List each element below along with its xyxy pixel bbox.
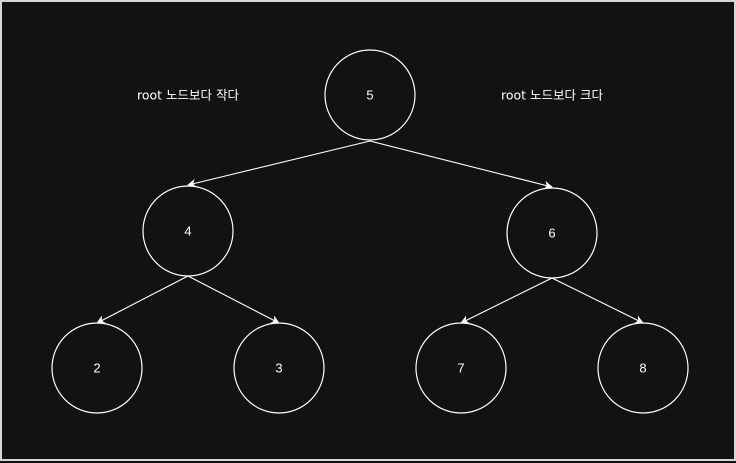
tree-node-root-circle <box>324 49 416 141</box>
tree-node-right-left: 7 <box>415 322 507 414</box>
tree-node-right-child-label: 6 <box>548 226 555 241</box>
tree-node-left-left-circle <box>51 322 143 414</box>
tree-node-right-right-circle <box>597 322 689 414</box>
tree-node-root-label: 5 <box>366 88 373 103</box>
tree-node-right-child-circle <box>506 187 598 279</box>
tree-node-left-right-circle <box>233 322 325 414</box>
tree-node-left-right-label: 3 <box>275 361 282 376</box>
edge-right-child-to-right-right <box>551 277 644 324</box>
edge-root-to-left-child <box>187 140 371 188</box>
tree-node-right-right-label: 8 <box>639 361 646 376</box>
left-subtree-note: root 노드보다 작다 <box>137 88 240 103</box>
edge-left-child-to-left-left <box>96 275 189 324</box>
edge-right-child-to-right-left <box>460 277 553 324</box>
right-subtree-note: root 노드보다 크다 <box>501 88 604 103</box>
tree-node-left-left-label: 2 <box>93 361 100 376</box>
edge-root-to-right-child <box>369 140 553 190</box>
tree-node-right-child: 6 <box>506 187 598 279</box>
tree-node-right-left-circle <box>415 322 507 414</box>
tree-node-left-right: 3 <box>233 322 325 414</box>
tree-node-left-child: 4 <box>142 185 234 277</box>
tree-node-left-child-label: 4 <box>184 224 191 239</box>
tree-node-left-left: 2 <box>51 322 143 414</box>
tree-node-right-right: 8 <box>597 322 689 414</box>
tree-node-root: 5 <box>324 49 416 141</box>
tree-node-left-child-circle <box>142 185 234 277</box>
edge-left-child-to-left-right <box>187 275 280 324</box>
tree-node-right-left-label: 7 <box>457 361 464 376</box>
